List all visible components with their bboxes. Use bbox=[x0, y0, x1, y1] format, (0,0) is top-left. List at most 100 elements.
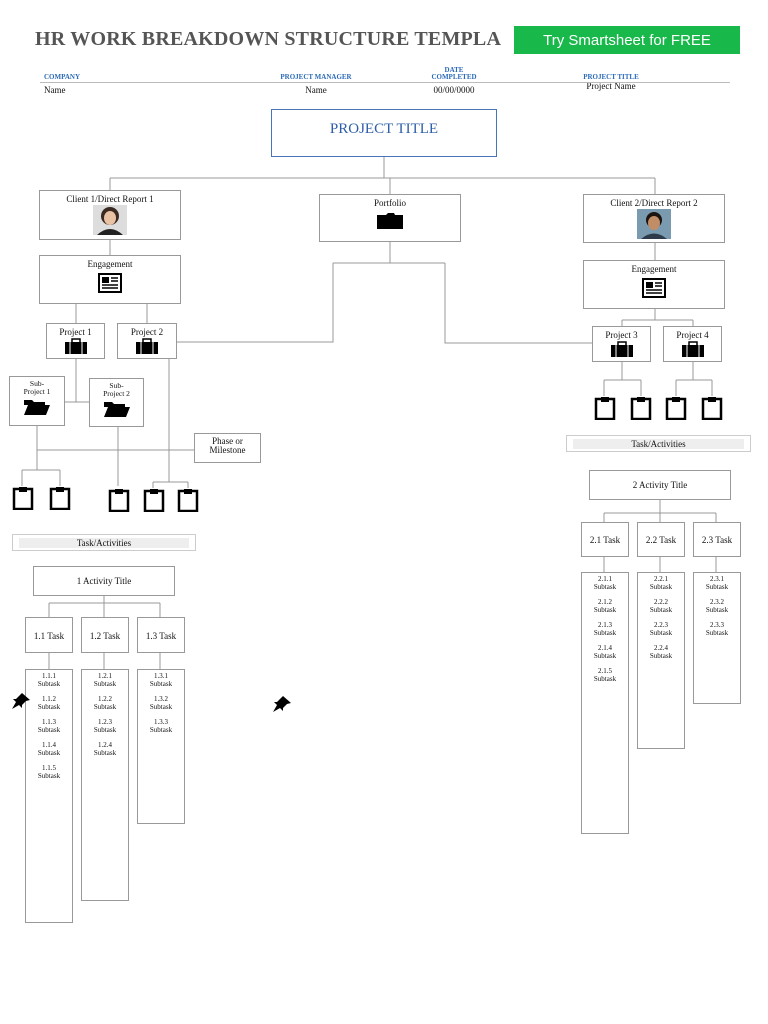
left-tasks-label: Task/Activities bbox=[19, 538, 189, 548]
clipboard-icon bbox=[665, 397, 687, 420]
header-divider bbox=[40, 82, 730, 83]
briefcase-icon bbox=[610, 341, 633, 357]
date-label-2: COMPLETED bbox=[431, 73, 477, 81]
task-2-1[interactable]: 2.1 Task bbox=[581, 522, 629, 557]
task-2-3[interactable]: 2.3 Task bbox=[693, 522, 741, 557]
engagement1-label: Engagement bbox=[87, 259, 133, 269]
subproject1-node[interactable]: Sub- Project 1 bbox=[9, 376, 65, 426]
pushpin-icon[interactable] bbox=[271, 695, 293, 713]
pushpin-icon[interactable] bbox=[10, 692, 32, 710]
clipboard-icon bbox=[143, 489, 165, 512]
project1-label: Project 1 bbox=[59, 327, 92, 337]
person-avatar-icon bbox=[637, 209, 671, 239]
project2-node[interactable]: Project 2 bbox=[117, 323, 177, 359]
engagement1-node[interactable]: Engagement bbox=[39, 255, 181, 304]
clipboard-icon bbox=[108, 489, 130, 512]
project3-node[interactable]: Project 3 bbox=[592, 326, 651, 362]
phase-label-2: Milestone bbox=[209, 445, 246, 455]
manager-label: PROJECT MANAGER bbox=[280, 73, 352, 81]
date-label-1: DATE bbox=[444, 66, 464, 74]
clipboard-icon bbox=[701, 397, 723, 420]
client2-node[interactable]: Client 2/Direct Report 2 bbox=[583, 194, 725, 243]
clipboard-icon bbox=[12, 487, 34, 510]
left-tasks-bar: Task/Activities bbox=[12, 534, 196, 551]
person-avatar-icon bbox=[93, 205, 127, 235]
project2-label: Project 2 bbox=[130, 327, 164, 337]
subproject1-label-2: Project 1 bbox=[23, 387, 51, 396]
briefcase-icon bbox=[136, 338, 158, 354]
subproject2-label-2: Project 2 bbox=[103, 389, 130, 398]
task-2-2[interactable]: 2.2 Task bbox=[637, 522, 685, 557]
date-value[interactable]: 00/00/0000 bbox=[433, 85, 475, 95]
right-tasks-label: Task/Activities bbox=[573, 439, 744, 449]
engagement2-node[interactable]: Engagement bbox=[583, 260, 725, 309]
right-activity-title[interactable]: 2 Activity Title bbox=[589, 470, 731, 500]
right-tasks-bar: Task/Activities bbox=[566, 435, 751, 452]
project-name-value[interactable]: Project Name bbox=[586, 81, 636, 91]
project4-node[interactable]: Project 4 bbox=[663, 326, 722, 362]
clipboard-icon bbox=[630, 397, 652, 420]
project-title-box[interactable]: PROJECT TITLE bbox=[271, 109, 497, 157]
phase-milestone-node[interactable]: Phase or Milestone bbox=[194, 433, 261, 463]
left-activity-title[interactable]: 1 Activity Title bbox=[33, 566, 175, 596]
open-folder-icon bbox=[24, 400, 50, 415]
project4-label: Project 4 bbox=[676, 330, 709, 340]
client1-label: Client 1/Direct Report 1 bbox=[66, 194, 154, 204]
portfolio-node[interactable]: Portfolio bbox=[319, 194, 461, 242]
subproject2-label-1: Sub- bbox=[109, 381, 124, 390]
project3-label: Project 3 bbox=[605, 330, 638, 340]
project1-node[interactable]: Project 1 bbox=[46, 323, 105, 359]
subproject2-node[interactable]: Sub- Project 2 bbox=[89, 378, 144, 427]
phase-label-1: Phase or bbox=[212, 436, 243, 446]
task-1-1[interactable]: 1.1 Task bbox=[25, 617, 73, 653]
subproject1-label-1: Sub- bbox=[29, 379, 45, 388]
clipboard-icon bbox=[594, 397, 616, 420]
company-value[interactable]: Name bbox=[44, 85, 66, 95]
clipboard-icon bbox=[49, 487, 71, 510]
manager-value[interactable]: Name bbox=[305, 85, 327, 95]
newspaper-icon bbox=[642, 278, 666, 298]
try-smartsheet-button[interactable]: Try Smartsheet for FREE bbox=[514, 26, 740, 54]
task-1-2[interactable]: 1.2 Task bbox=[81, 617, 129, 653]
briefcase-icon bbox=[64, 338, 87, 354]
open-folder-icon bbox=[103, 402, 130, 417]
page-title: HR WORK BREAKDOWN STRUCTURE TEMPLA bbox=[35, 28, 502, 50]
portfolio-label: Portfolio bbox=[373, 198, 406, 208]
engagement2-label: Engagement bbox=[631, 264, 677, 274]
client1-node[interactable]: Client 1/Direct Report 1 bbox=[39, 190, 181, 240]
clipboard-icon bbox=[177, 489, 199, 512]
task-1-3[interactable]: 1.3 Task bbox=[137, 617, 185, 653]
newspaper-icon bbox=[98, 273, 122, 293]
